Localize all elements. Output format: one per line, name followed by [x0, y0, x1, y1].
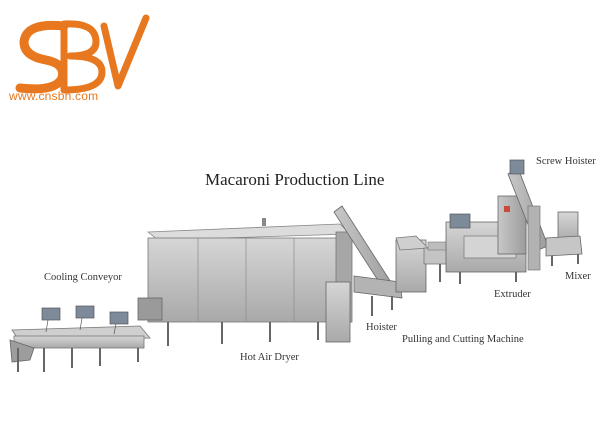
pulling-cutting-machine	[395, 235, 455, 293]
label-cooling-conveyor: Cooling Conveyor	[44, 272, 122, 283]
label-screw-hoister: Screw Hoister	[536, 156, 596, 167]
label-hot-air-dryer: Hot Air Dryer	[240, 352, 299, 363]
label-extruder: Extruder	[494, 289, 531, 300]
website-url[interactable]: www.cnsbn.com	[9, 89, 99, 103]
extruder-machine	[445, 195, 527, 284]
mixer-machine	[545, 211, 583, 266]
screw-hoister-machine	[507, 159, 549, 271]
diagram-title: Macaroni Production Line	[205, 170, 385, 189]
sbv-logo	[15, 14, 150, 94]
label-pulling-cutting-machine: Pulling and Cutting Machine	[402, 334, 524, 345]
hot-air-dryer-machine	[137, 218, 353, 346]
label-hoister: Hoister	[366, 322, 397, 333]
cooling-conveyor-machine	[9, 305, 151, 372]
label-mixer: Mixer	[565, 271, 591, 282]
hoister-machine	[325, 205, 403, 343]
